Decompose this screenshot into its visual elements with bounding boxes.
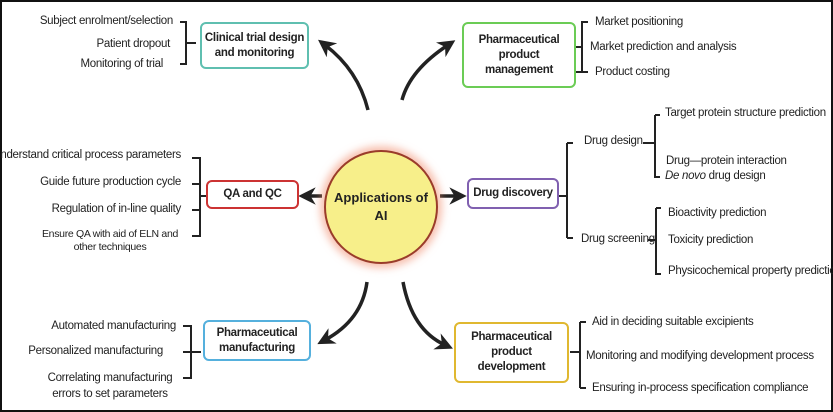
product-management-item: Market prediction and analysis xyxy=(590,41,737,53)
arrow-to-manufacturing xyxy=(317,281,369,345)
qa-qc-node: QA and QC xyxy=(206,180,299,209)
manufacturing-item: Automated manufacturing xyxy=(51,320,176,332)
drug-design-item: Drug—protein interaction xyxy=(666,155,787,167)
qa-qc-item: Understand critical process parameters xyxy=(0,149,181,161)
drug-design-text: drug design xyxy=(708,170,766,182)
product-development-item: Aid in deciding suitable excipients xyxy=(592,316,754,328)
drug-screening-item: Bioactivity prediction xyxy=(668,207,767,219)
arrow-to-product-management xyxy=(400,40,456,101)
drug-design-item: Target protein structure prediction xyxy=(665,107,826,119)
qa-qc-item: Regulation of in-line quality xyxy=(51,203,182,215)
drug-discovery-node: Drug discovery xyxy=(467,178,559,209)
drug-screening-bracket xyxy=(648,207,661,275)
product-development-item: Ensuring in-process specification compli… xyxy=(592,382,809,394)
center-node: Applications of AI xyxy=(324,150,438,264)
clinical-item: Patient dropout xyxy=(96,38,170,50)
drug-design-label: Drug design xyxy=(584,135,643,147)
drug-screening-item: Toxicity prediction xyxy=(668,234,754,246)
product-development-node: Pharmaceutical product development xyxy=(454,322,569,383)
product-management-node: Pharmaceutical product management xyxy=(462,22,576,88)
manufacturing-item: Personalized manufacturing xyxy=(28,345,163,357)
clinical-trial-node: Clinical trial design and monitoring xyxy=(200,22,309,69)
product-development-bracket xyxy=(570,321,586,389)
clinical-item: Monitoring of trial xyxy=(80,58,163,70)
drug-discovery-bracket xyxy=(559,142,573,239)
product-development-item: Monitoring and modifying development pro… xyxy=(586,350,814,362)
qa-qc-item: Guide future production cycle xyxy=(40,176,181,188)
arrow-to-clinical xyxy=(318,39,370,111)
product-management-item: Market positioning xyxy=(595,16,683,28)
manufacturing-node: Pharmaceutical manufacturing xyxy=(203,320,311,361)
clinical-item: Subject enrolment/selection xyxy=(39,15,173,27)
qa-qc-item: Ensure QA with aid of ELN and other tech… xyxy=(41,228,179,253)
drug-screening-item: Physicochemical property prediction xyxy=(668,265,833,277)
product-management-bracket xyxy=(576,21,588,73)
drug-design-bracket xyxy=(643,114,660,178)
drug-design-item: De novo drug design xyxy=(665,170,766,183)
manufacturing-bracket xyxy=(183,325,201,379)
de-novo-italic: De novo xyxy=(665,170,706,182)
arrow-to-product-development xyxy=(401,281,453,350)
drug-screening-label: Drug screening xyxy=(581,233,655,245)
qa-qc-bracket xyxy=(192,157,206,237)
clinical-bracket xyxy=(180,21,196,65)
product-management-item: Product costing xyxy=(595,66,670,78)
manufacturing-item: Correlating manufacturing errors to set … xyxy=(47,372,173,400)
